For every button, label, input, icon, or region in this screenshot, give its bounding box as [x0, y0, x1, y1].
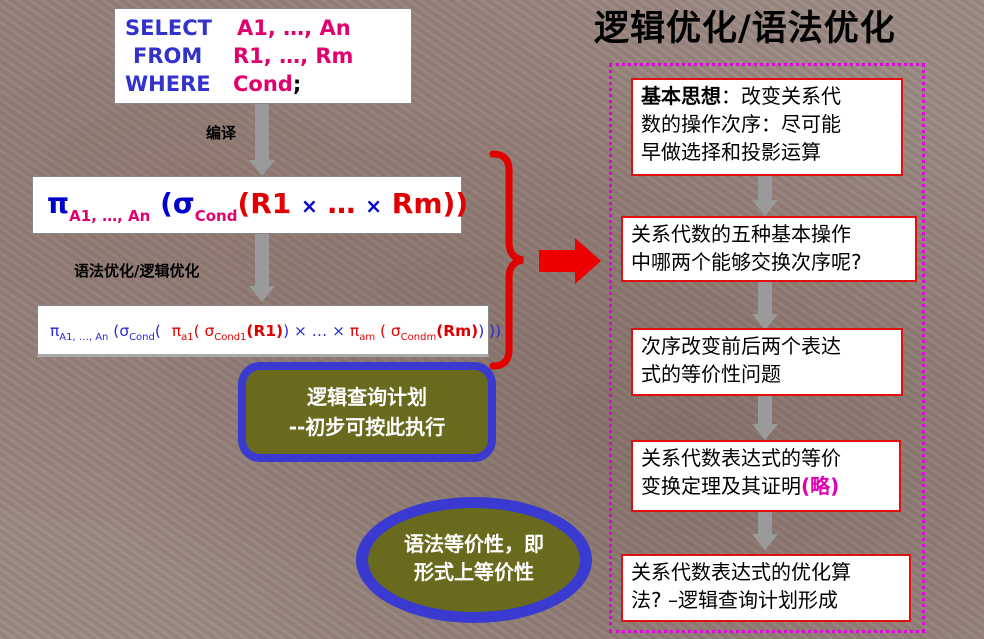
equivalence-theorem-text: 变换定理及其证明 — [641, 474, 801, 498]
syntax-equivalence-badge: 语法等价性，即 形式上等价性 — [356, 497, 592, 623]
optimization-steps-frame — [609, 63, 925, 633]
sql-from-value: R1, …, Rm — [233, 44, 354, 68]
sql-select-line: SELECT A1, …, An — [125, 14, 411, 42]
cross-product-2: × — [365, 194, 383, 218]
paren-open: ( — [150, 187, 173, 220]
flow-arrow-1 — [752, 176, 778, 216]
basic-idea-line1: 基本思想：改变关系代 — [641, 82, 901, 110]
paren-3: ( — [193, 322, 205, 340]
optimize-label: 语法优化/逻辑优化 — [74, 262, 200, 280]
five-operations-box: 关系代数的五种基本操作 中哪两个能够交换次序呢? — [621, 216, 917, 282]
selection-symbol-2: σ — [119, 322, 130, 340]
sql-select-keyword: SELECT — [125, 16, 212, 40]
logic-plan-badge: 逻辑查询计划 --初步可按此执行 — [238, 362, 496, 462]
a1-subscript: a1 — [181, 332, 194, 343]
condm-subscript: Condm — [400, 332, 437, 343]
basic-idea-text: ：改变关系代 — [721, 84, 841, 108]
basic-idea-box: 基本思想：改变关系代 数的操作次序：尽可能 早做选择和投影运算 — [631, 78, 903, 176]
relation-rm-2: (Rm) — [436, 322, 479, 340]
product-chain: ) × … × — [283, 322, 350, 340]
cond-subscript: Cond — [129, 332, 155, 343]
basic-idea-heading: 基本思想 — [641, 84, 721, 108]
relation-r1-2: (R1) — [246, 322, 284, 340]
selection-subscript: Cond — [194, 207, 238, 225]
optimization-algorithm-line2: 法? –逻辑查询计划形成 — [631, 588, 838, 612]
equivalence-theorem-line2: 变换定理及其证明(略) — [641, 472, 899, 500]
omitted-note: (略) — [801, 474, 840, 498]
equivalence-problem-line1: 次序改变前后两个表达 — [641, 334, 841, 358]
paren-4: ( — [375, 322, 391, 340]
page-title: 逻辑优化/语法优化 — [594, 9, 896, 49]
optimization-algorithm-box: 关系代数表达式的优化算 法? –逻辑查询计划形成 — [621, 554, 911, 622]
ellipsis: … — [317, 187, 366, 220]
syntax-eq-line1: 语法等价性，即 — [404, 532, 544, 556]
sql-semicolon: ; — [292, 72, 302, 96]
am-subscript: am — [359, 332, 376, 343]
projection-am: π — [349, 322, 360, 340]
optimized-expression: πA1, …, An (σCond( πa1( σCond1(R1)) × … … — [37, 305, 501, 357]
relational-expression: πA1, …, An (σCond(R1 × … × Rm)) — [32, 176, 468, 234]
relation-r1: (R1 — [237, 187, 302, 220]
equivalence-problem-box: 次序改变前后两个表达 式的等价性问题 — [631, 328, 903, 396]
projection-subscript: A1, …, An — [69, 207, 151, 225]
projection-subscript-2: A1, …, An — [59, 332, 109, 343]
projection-symbol-2: π — [50, 322, 60, 340]
flow-arrow-4 — [752, 512, 778, 550]
equivalence-theorem-line1: 关系代数表达式的等价 — [641, 446, 841, 470]
syntax-eq-line2: 形式上等价性 — [414, 560, 534, 584]
sql-where-value: Cond — [233, 72, 293, 96]
paren-2: ( — [154, 322, 166, 340]
compile-arrow — [249, 104, 275, 176]
logic-plan-line2: --初步可按此执行 — [288, 415, 446, 439]
selection-condm: σ — [390, 322, 401, 340]
optimization-algorithm-line1: 关系代数表达式的优化算 — [631, 560, 851, 584]
relation-rm: Rm)) — [382, 187, 469, 220]
optimize-arrow — [249, 234, 275, 302]
projection-a1: π — [171, 322, 182, 340]
curly-brace — [489, 150, 524, 370]
equivalence-problem-line2: 式的等价性问题 — [641, 362, 781, 386]
sql-select-value: A1, …, An — [237, 16, 351, 40]
basic-idea-line2: 数的操作次序：尽可能 — [641, 112, 841, 136]
selection-cond1: σ — [204, 322, 215, 340]
right-arrow-icon — [539, 238, 601, 284]
sql-where-keyword: WHERE — [125, 72, 211, 96]
cond1-subscript: Cond1 — [214, 332, 247, 343]
compile-label: 编译 — [206, 124, 237, 142]
cross-product-1: × — [301, 194, 318, 218]
sql-from-keyword: FROM — [133, 44, 203, 68]
paren-1: ( — [108, 322, 120, 340]
sql-from-line: FROM R1, …, Rm — [125, 42, 411, 70]
five-operations-line1: 关系代数的五种基本操作 — [631, 222, 851, 246]
syntax-equivalence-inner: 语法等价性，即 形式上等价性 — [368, 508, 580, 612]
projection-symbol: π — [47, 187, 70, 220]
flow-arrow-3 — [752, 396, 778, 440]
flow-arrow-2 — [752, 282, 778, 330]
equivalence-theorem-box: 关系代数表达式的等价 变换定理及其证明(略) — [631, 440, 901, 512]
selection-symbol: σ — [172, 187, 195, 220]
closing-parens: ) )) — [478, 322, 502, 340]
logic-plan-line1: 逻辑查询计划 — [307, 385, 427, 409]
sql-where-line: WHERE Cond; — [125, 70, 411, 98]
logic-plan-inner: 逻辑查询计划 --初步可按此执行 — [246, 370, 488, 454]
basic-idea-line3: 早做选择和投影运算 — [641, 140, 821, 164]
sql-query-box: SELECT A1, …, An FROM R1, …, Rm WHERE Cond; — [114, 8, 412, 104]
five-operations-line2: 中哪两个能够交换次序呢? — [631, 250, 862, 274]
